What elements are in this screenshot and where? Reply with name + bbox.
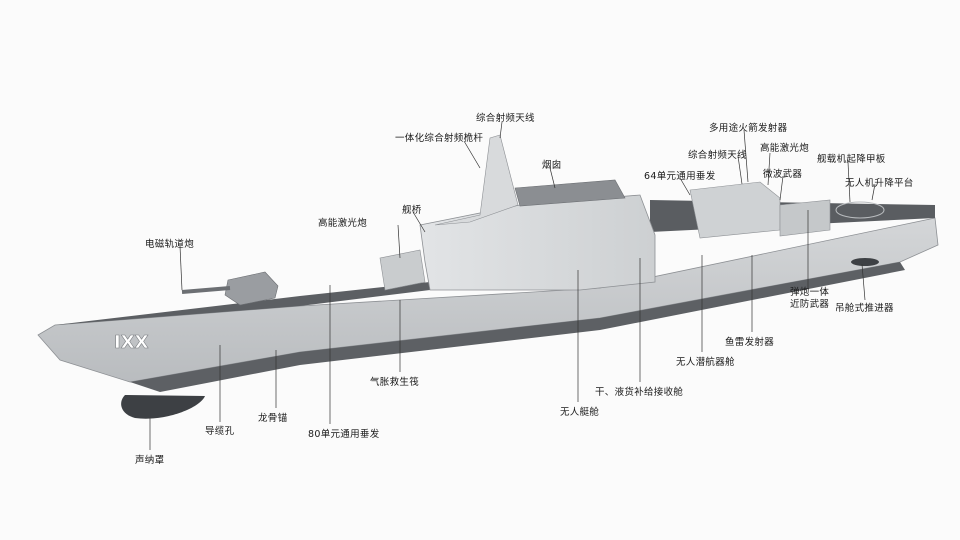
hangar <box>779 199 831 237</box>
label-keel-anchor: 龙骨锚 <box>258 413 288 424</box>
fwd-block <box>379 249 426 291</box>
label-bridge: 舰桥 <box>402 205 422 216</box>
sonar-dome <box>121 395 205 419</box>
label-microwave-weapon: 微波武器 <box>763 169 803 180</box>
label-rf-antenna-aft: 综合射频天线 <box>688 150 747 161</box>
label-vls-80: 80单元通用垂发 <box>308 429 380 440</box>
superstructure <box>419 194 656 291</box>
label-usv-bay: 无人艇舱 <box>560 407 600 418</box>
label-uav-platform: 无人机升降平台 <box>845 178 914 189</box>
label-comprehensive-rf-antenna-top: 综合射频天线 <box>476 113 535 124</box>
integrated-mast <box>434 134 519 226</box>
label-laser-gun-fwd: 高能激光炮 <box>318 218 368 229</box>
label-sonar-dome: 声纳罩 <box>135 455 165 466</box>
helo-deck-marking <box>835 201 885 219</box>
label-replenishment-bay: 干、液货补给接收舱 <box>595 387 684 398</box>
label-integrated-rf-mast: 一体化综合射频桅杆 <box>395 133 484 144</box>
label-funnel: 烟囱 <box>542 160 562 171</box>
label-vls-64: 64单元通用垂发 <box>644 171 716 182</box>
hull-marking: IXX <box>114 332 149 353</box>
label-uuv-bay: 无人潜航器舱 <box>676 357 735 368</box>
label-multi-purpose-rocket: 多用途火箭发射器 <box>709 123 788 134</box>
label-railgun: 电磁轨道炮 <box>145 239 195 250</box>
railgun-turret <box>224 271 279 306</box>
label-gun-missile-ciws: 弹炮一体 近防武器 <box>790 287 830 310</box>
label-helo-deck: 舰载机起降甲板 <box>817 154 886 165</box>
label-inflatable-liferaft: 气胀救生筏 <box>370 377 420 388</box>
label-fairlead: 导缆孔 <box>205 426 235 437</box>
railgun-barrel <box>181 286 231 294</box>
label-pod-propulsor: 吊舱式推进器 <box>835 303 894 314</box>
hull-waterline <box>130 262 905 392</box>
pod-propulsor-shape <box>851 258 879 266</box>
label-laser-gun-aft: 高能激光炮 <box>760 143 810 154</box>
funnel-block <box>514 179 626 207</box>
leader-lines <box>149 121 876 450</box>
aft-block <box>689 181 781 239</box>
label-torpedo-launcher: 鱼雷发射器 <box>725 337 775 348</box>
